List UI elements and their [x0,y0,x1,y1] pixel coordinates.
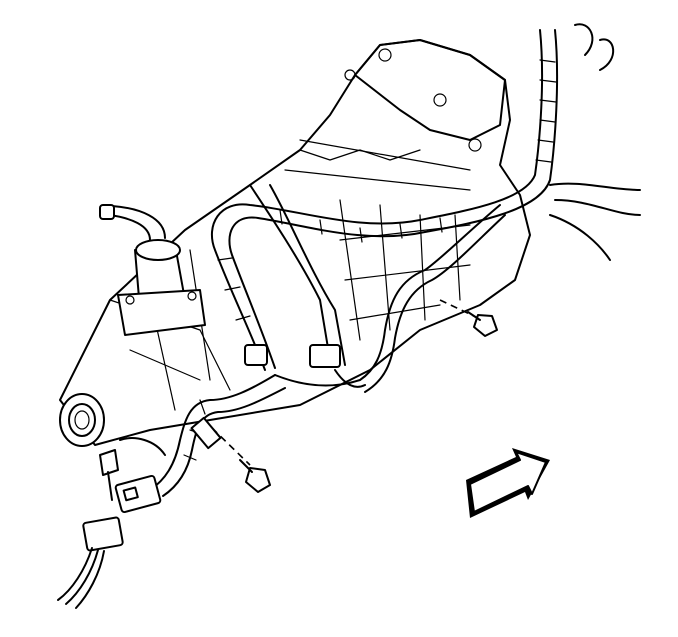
backup-lamp-switch-connector [244,344,366,388]
harness-connector [99,437,166,514]
flange-bolt-hole [344,69,356,81]
wiring-harness [149,23,641,497]
flange-bolt-hole [468,138,482,152]
output-shaft-seal [59,393,105,447]
flange-bolt-hole [378,48,392,62]
direction-arrow-icon [466,448,550,518]
shift-actuator [99,204,206,336]
transmission-case [59,39,531,446]
lower-connector [57,516,124,609]
bolt-icon [190,416,271,493]
flange-bolt-hole [433,93,447,107]
bolt-icon [439,299,498,337]
bellhousing-flange [354,39,506,141]
